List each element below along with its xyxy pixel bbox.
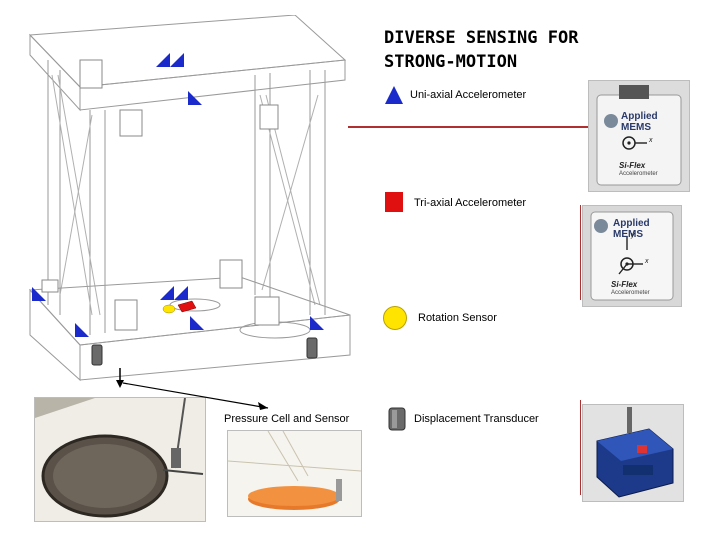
uniaxial-marker [160,286,174,300]
photo-2-sub: Accelerometer [611,290,650,296]
accent-rule [580,205,581,300]
triaxial-marker [177,300,197,313]
photo-2-axis-y: y [631,232,635,239]
test-frame-drawing [28,15,351,382]
photo-1-axis-x: x [649,137,653,144]
legend-displacement-label: Displacement Transducer [414,413,539,425]
legend-uniaxial-label: Uni-axial Accelerometer [410,89,527,101]
pressure-cell-photo-art [35,398,205,521]
uniaxial-marker [156,53,170,67]
red-square-icon [385,192,403,212]
photo-2-axis-x: x [645,258,649,265]
photo-1-model: Si-Flex [619,161,646,170]
accent-rule [348,126,588,128]
photo-1-sub: Accelerometer [619,171,658,177]
transducer-photo-art [583,405,683,501]
yellow-circle-icon [383,306,407,330]
uniaxial-marker [310,316,324,330]
accelerometer-photo-1-art [589,81,689,191]
photo-2-model: Si-Flex [611,280,638,289]
legend-rotation-label: Rotation Sensor [418,312,497,324]
uniaxial-markers [32,53,324,366]
gray-cylinder-icon [388,407,406,431]
pressure-plate-photo [227,430,362,517]
page-title: DIVERSE SENSING FOR STRONG-MOTION [384,28,579,72]
rotation-marker [162,304,176,314]
pressure-cell-label: Pressure Cell and Sensor [224,413,350,425]
pressure-cell-photo [34,397,206,522]
accelerometer-photo-2-art [583,206,681,306]
accelerometer-photo-2: Applied MEMS y x Si-Flex Accelerometer [582,205,682,307]
uniaxial-marker [32,287,46,301]
uniaxial-marker [170,53,184,67]
displacement-marker [306,337,318,359]
accent-rule [580,400,581,495]
uniaxial-marker [190,316,204,330]
blue-triangle-icon [385,86,403,104]
pressure-plate-photo-art [228,431,361,516]
displacement-marker [91,344,103,366]
uniaxial-marker [174,286,188,300]
accelerometer-photo-1: Applied MEMS Si-Flex Accelerometer x [588,80,690,192]
transducer-photo [582,404,684,502]
uniaxial-marker [188,91,202,105]
photo-2-brand: Applied MEMS [613,218,650,240]
legend-triaxial-label: Tri-axial Accelerometer [414,197,527,209]
photo-1-brand: Applied MEMS [621,111,658,133]
uniaxial-marker [75,323,89,337]
